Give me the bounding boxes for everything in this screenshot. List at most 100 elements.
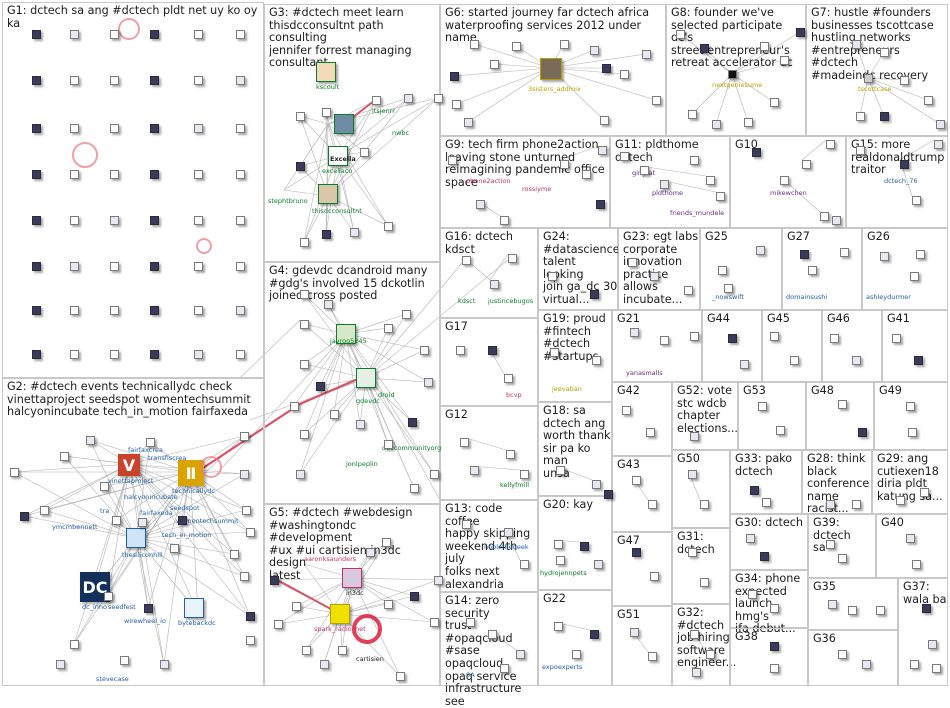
user-node[interactable]: [550, 348, 559, 357]
user-node[interactable]: [242, 506, 251, 515]
g1-user-node[interactable]: [32, 30, 41, 39]
g1-user-node[interactable]: [150, 216, 159, 225]
user-node[interactable]: [770, 98, 779, 107]
group-box-g12[interactable]: G12: [440, 406, 538, 500]
g1-user-node[interactable]: [70, 30, 79, 39]
user-node[interactable]: [896, 496, 905, 505]
user-node[interactable]: [880, 252, 889, 261]
user-node[interactable]: [246, 636, 255, 645]
itsjenrr-avatar[interactable]: [334, 114, 354, 134]
user-node[interactable]: [434, 94, 443, 103]
user-node[interactable]: [908, 428, 917, 437]
g1-user-node[interactable]: [150, 350, 159, 359]
user-node[interactable]: [790, 356, 799, 365]
user-node[interactable]: [144, 604, 153, 613]
user-node[interactable]: [912, 196, 921, 205]
user-node[interactable]: [676, 30, 685, 39]
user-node[interactable]: [622, 406, 631, 415]
user-node[interactable]: [516, 650, 525, 659]
group-box-g48[interactable]: G48: [806, 382, 874, 450]
user-node[interactable]: [880, 112, 889, 121]
g1-user-node[interactable]: [194, 170, 203, 179]
user-node[interactable]: [914, 356, 923, 365]
g1-user-node[interactable]: [236, 262, 245, 271]
user-node[interactable]: [554, 540, 563, 549]
user-node[interactable]: [856, 146, 865, 155]
g1-user-node[interactable]: [70, 262, 79, 271]
user-node[interactable]: [900, 160, 909, 169]
user-node[interactable]: [590, 290, 599, 299]
g1-user-node[interactable]: [32, 216, 41, 225]
group-box-g29[interactable]: G29: ang cutiexen18 diria pldt katung sa…: [872, 450, 948, 514]
user-node[interactable]: [820, 212, 829, 221]
user-node[interactable]: [838, 650, 847, 659]
group-box-g19[interactable]: G19: proud #fintech #dctech #startups: [538, 310, 612, 402]
user-node[interactable]: [852, 356, 861, 365]
user-node[interactable]: [402, 310, 411, 319]
group-box-g21[interactable]: G21: [612, 310, 702, 382]
user-node[interactable]: [862, 660, 871, 669]
user-node[interactable]: [770, 604, 779, 613]
group-box-g14[interactable]: G14: zero security trust #opaqcloud #sas…: [440, 592, 538, 708]
g1-user-node[interactable]: [194, 262, 203, 271]
user-node[interactable]: [630, 328, 639, 337]
vinettaproject-avatar[interactable]: V: [118, 454, 140, 476]
user-node[interactable]: [330, 410, 339, 419]
user-node[interactable]: [688, 548, 697, 557]
group-box-g30[interactable]: G30: dctech: [730, 514, 808, 570]
user-node[interactable]: [752, 148, 761, 157]
user-node[interactable]: [246, 612, 255, 621]
group-box-g44[interactable]: G44: [702, 310, 762, 382]
user-node[interactable]: [490, 280, 499, 289]
user-node[interactable]: [560, 160, 569, 169]
g1-user-node[interactable]: [150, 30, 159, 39]
user-node[interactable]: [356, 420, 365, 429]
g1-user-node[interactable]: [32, 124, 41, 133]
group-box-g15[interactable]: G15: more realdonaldtrump traitor: [846, 136, 948, 228]
user-node[interactable]: [642, 50, 651, 59]
user-node[interactable]: [138, 518, 147, 527]
user-node[interactable]: [628, 258, 637, 267]
user-node[interactable]: [300, 238, 309, 247]
user-node[interactable]: [296, 162, 305, 171]
user-node[interactable]: [448, 156, 457, 165]
user-node[interactable]: [384, 222, 393, 231]
user-node[interactable]: [838, 400, 847, 409]
group-box-g8[interactable]: G8: founder we've selected participate d…: [666, 4, 806, 136]
user-node[interactable]: [464, 118, 473, 127]
user-node[interactable]: [316, 382, 325, 391]
g1-user-node[interactable]: [150, 170, 159, 179]
user-node[interactable]: [476, 200, 485, 209]
user-node[interactable]: [86, 436, 95, 445]
thesiliconhill-avatar[interactable]: [126, 528, 146, 548]
user-node[interactable]: [712, 120, 721, 129]
user-node[interactable]: [350, 228, 359, 237]
user-node[interactable]: [602, 64, 611, 73]
user-node[interactable]: [716, 192, 725, 201]
nextgeniesume-node[interactable]: [728, 70, 737, 79]
user-node[interactable]: [470, 466, 479, 475]
user-node[interactable]: [796, 28, 805, 37]
user-node[interactable]: [848, 606, 857, 615]
group-box-g23[interactable]: G23: egt labs corporate innovation pract…: [618, 228, 700, 310]
group-box-g35[interactable]: G35: [808, 578, 898, 630]
in3dc-avatar[interactable]: [342, 568, 362, 588]
user-node[interactable]: [504, 374, 513, 383]
user-node[interactable]: [826, 540, 835, 549]
g1-user-node[interactable]: [236, 124, 245, 133]
group-box-g27[interactable]: G27: [782, 228, 862, 310]
user-node[interactable]: [40, 506, 49, 515]
user-node[interactable]: [462, 256, 471, 265]
group-box-g28[interactable]: G28: think black conference name racist.…: [802, 450, 872, 515]
user-node[interactable]: [270, 576, 279, 585]
user-node[interactable]: [300, 430, 309, 439]
user-node[interactable]: [760, 42, 769, 51]
user-node[interactable]: [630, 628, 639, 637]
g1-user-node[interactable]: [236, 170, 245, 179]
user-node[interactable]: [450, 72, 459, 81]
user-node[interactable]: [548, 272, 557, 281]
user-node[interactable]: [690, 630, 699, 639]
user-node[interactable]: [434, 576, 443, 585]
user-node[interactable]: [892, 334, 901, 343]
user-node[interactable]: [508, 254, 517, 263]
